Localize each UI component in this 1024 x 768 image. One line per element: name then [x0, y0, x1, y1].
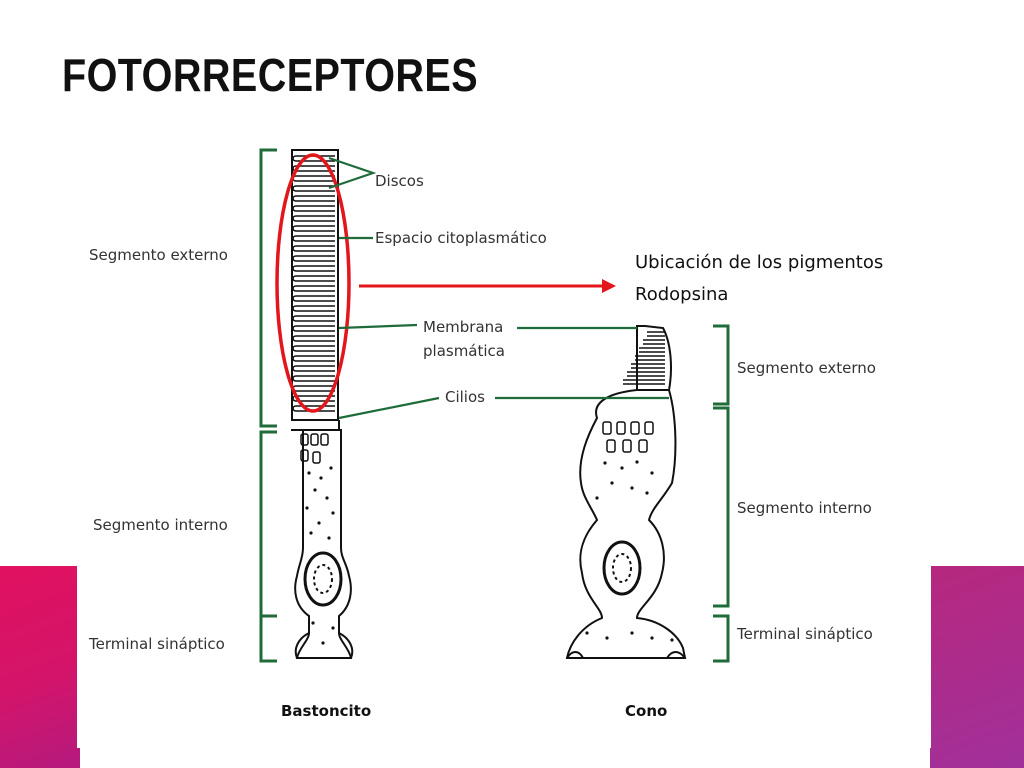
cone-cell — [565, 325, 687, 659]
cone-inner-segment — [565, 389, 687, 659]
rod-disc — [292, 375, 335, 382]
rod-disc — [292, 195, 335, 202]
cone-lamella — [627, 371, 665, 377]
rod-disc — [292, 185, 335, 192]
rod-disc — [292, 275, 335, 282]
cone-brackets — [713, 324, 730, 663]
rod-label-internal: Segmento interno — [93, 516, 228, 534]
cone-terminal — [566, 651, 686, 659]
rod-disc — [292, 235, 335, 242]
rod-disc — [292, 285, 335, 292]
pigment-arrow-head — [602, 279, 616, 293]
cone-label-terminal: Terminal sináptico — [736, 625, 873, 643]
rod-disc — [292, 255, 335, 262]
rod-bracket-terminal — [259, 614, 277, 663]
rod-disc — [292, 355, 335, 362]
rod-inner-segment — [291, 429, 353, 659]
rod-disc — [292, 205, 335, 212]
rod-disc — [292, 335, 335, 342]
cone-nucleus — [602, 540, 642, 596]
label-cilios: Cilios — [445, 388, 485, 406]
rod-disc — [292, 265, 335, 272]
rod-disc — [292, 295, 335, 302]
pigment-highlight-ellipse — [275, 153, 351, 413]
rod-disc — [292, 365, 335, 372]
rod-disc — [292, 245, 335, 252]
cone-caption: Cono — [625, 702, 667, 720]
rod-speckles — [305, 466, 335, 645]
rod-caption: Bastoncito — [281, 702, 371, 720]
rod-disc — [292, 325, 335, 332]
rod-cell — [291, 149, 354, 659]
cone-granules — [602, 421, 654, 453]
cilios-pointer-rod — [338, 396, 440, 420]
cone-lamellae — [623, 331, 665, 385]
cone-bracket-terminal — [713, 614, 730, 663]
annotation-line-1: Ubicación de los pigmentos — [635, 252, 883, 273]
rod-disc — [292, 345, 335, 352]
label-discos: Discos — [375, 172, 424, 190]
slide-title: FOTORRECEPTORES — [62, 49, 479, 101]
annotation-line-2: Rodopsina — [635, 284, 728, 305]
rod-disc — [292, 305, 335, 312]
cone-lamella — [623, 379, 665, 385]
decorative-band-right — [930, 566, 1024, 768]
rod-bracket-external — [259, 148, 277, 428]
photoreceptor-diagram: Discos Espacio citoplasmático Membrana p… — [88, 148, 883, 720]
rod-brackets — [259, 148, 277, 663]
figure-panel: Discos Espacio citoplasmático Membrana p… — [77, 128, 931, 748]
cone-lamella — [643, 339, 665, 345]
decorative-band-left — [0, 566, 80, 768]
cone-lamella — [639, 347, 665, 353]
rod-bracket-internal — [259, 430, 277, 618]
discos-pointer — [328, 156, 377, 190]
rod-nucleus — [303, 551, 343, 607]
pointer-lines — [328, 156, 669, 420]
label-espacio: Espacio citoplasmático — [375, 229, 547, 247]
cone-lamella — [635, 355, 665, 361]
rod-terminal — [294, 632, 354, 659]
cone-bracket-external — [713, 324, 730, 406]
cone-label-external: Segmento externo — [737, 359, 876, 377]
cone-lamella — [631, 363, 665, 369]
rod-disc — [292, 225, 335, 232]
label-membrana-2: plasmática — [423, 342, 505, 360]
cone-label-internal: Segmento interno — [737, 499, 872, 517]
rod-outer-segment — [291, 149, 339, 421]
label-membrana-1: Membrana — [423, 318, 503, 336]
cone-speckles — [585, 460, 674, 642]
rod-disc — [292, 215, 335, 222]
cone-lamella — [647, 331, 665, 337]
membrana-pointer-rod — [338, 323, 418, 330]
rod-discs — [292, 155, 335, 412]
rod-label-terminal: Terminal sináptico — [88, 635, 225, 653]
rod-granules — [300, 433, 329, 464]
rod-disc — [292, 315, 335, 322]
cone-bracket-internal — [713, 406, 730, 608]
rod-label-external: Segmento externo — [89, 246, 228, 264]
